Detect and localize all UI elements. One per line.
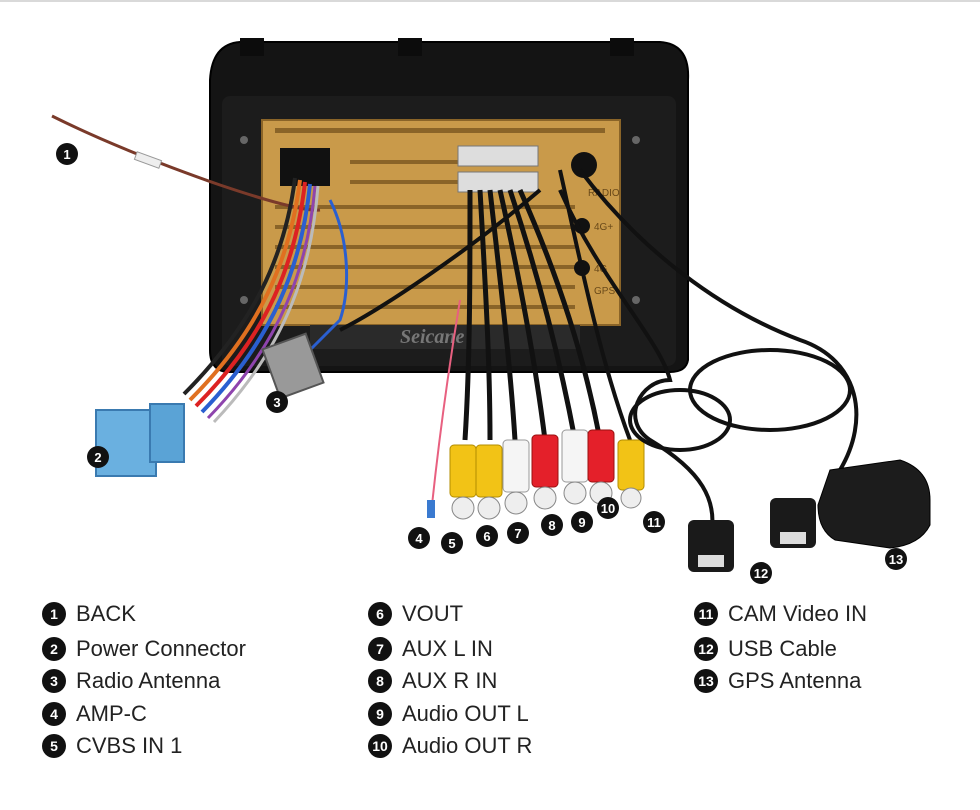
amp-c-tip bbox=[427, 500, 435, 518]
callout-1: 1 bbox=[56, 143, 78, 165]
legend-item: 9 Audio OUT L bbox=[368, 701, 529, 727]
legend-number: 5 bbox=[42, 734, 66, 758]
legend-number: 3 bbox=[42, 669, 66, 693]
legend-label: USB Cable bbox=[728, 636, 837, 661]
legend-number: 4 bbox=[42, 702, 66, 726]
callout-11: 11 bbox=[643, 511, 665, 533]
top-divider bbox=[0, 0, 980, 2]
legend-item: 10 Audio OUT R bbox=[368, 733, 532, 759]
legend-item: 2 Power Connector bbox=[42, 636, 246, 662]
callout-4: 4 bbox=[408, 527, 430, 549]
callout-13: 13 bbox=[885, 548, 907, 570]
legend-number: 13 bbox=[694, 669, 718, 693]
vents bbox=[275, 128, 605, 309]
callout-9: 9 bbox=[571, 511, 593, 533]
legend-number: 10 bbox=[368, 734, 392, 758]
legend-number: 9 bbox=[368, 702, 392, 726]
label-4g: 4G+ bbox=[594, 222, 613, 233]
legend-label: CAM Video IN bbox=[728, 601, 867, 626]
cam-plug bbox=[617, 439, 645, 491]
back-wire bbox=[51, 114, 321, 212]
legend-item: 11 CAM Video IN bbox=[694, 601, 867, 627]
callout-3: 3 bbox=[266, 391, 288, 413]
rca-plugs bbox=[449, 429, 615, 520]
legend-number: 11 bbox=[694, 602, 718, 626]
legend-item: 4 AMP-C bbox=[42, 701, 147, 727]
callout-12: 12 bbox=[750, 562, 772, 584]
legend-number: 7 bbox=[368, 637, 392, 661]
legend-label: AUX R IN bbox=[402, 668, 498, 693]
label-radio: RADIO bbox=[588, 188, 620, 199]
legend-item: 8 AUX R IN bbox=[368, 668, 497, 694]
legend-item: 7 AUX L IN bbox=[368, 636, 493, 662]
power-connector bbox=[95, 409, 157, 477]
legend-number: 2 bbox=[42, 637, 66, 661]
av-connector-bottom bbox=[457, 171, 539, 193]
legend-number: 8 bbox=[368, 669, 392, 693]
label-gps: GPS bbox=[594, 286, 615, 297]
legend-label: AUX L IN bbox=[402, 636, 493, 661]
legend-item: 6 VOUT bbox=[368, 601, 463, 627]
back-wire-tag bbox=[133, 151, 163, 169]
screws bbox=[240, 136, 640, 304]
legend-number: 1 bbox=[42, 602, 66, 626]
radio-antenna-connector bbox=[261, 332, 325, 400]
legend-label: CVBS IN 1 bbox=[76, 733, 183, 758]
callout-8: 8 bbox=[541, 514, 563, 536]
brand-watermark: Seicane bbox=[400, 326, 465, 348]
gps-antenna bbox=[817, 459, 931, 549]
callout-5: 5 bbox=[441, 532, 463, 554]
legend-item: 12 USB Cable bbox=[694, 636, 837, 662]
av-connector-top bbox=[457, 145, 539, 167]
callout-2: 2 bbox=[87, 446, 109, 468]
legend-label: Audio OUT R bbox=[402, 733, 533, 758]
clip bbox=[398, 38, 422, 56]
clip bbox=[610, 38, 634, 56]
legend-label: GPS Antenna bbox=[728, 668, 862, 693]
legend-label: Power Connector bbox=[76, 636, 246, 661]
callout-10: 10 bbox=[597, 497, 619, 519]
legend-label: Audio OUT L bbox=[402, 701, 529, 726]
legend-label: VOUT bbox=[402, 601, 464, 626]
brand-band bbox=[310, 325, 580, 349]
callout-7: 7 bbox=[507, 522, 529, 544]
radio-port bbox=[571, 152, 597, 178]
legend-label: Radio Antenna bbox=[76, 668, 221, 693]
wiring-diagram: RADIO 4G+ 4G GPS Seicane bbox=[51, 38, 931, 572]
callout-6: 6 bbox=[476, 525, 498, 547]
legend-item: 3 Radio Antenna bbox=[42, 668, 220, 694]
main-connector bbox=[280, 148, 330, 186]
legend-label: AMP-C bbox=[76, 701, 147, 726]
legend-number: 6 bbox=[368, 602, 392, 626]
legend-item: 1 BACK bbox=[42, 601, 136, 627]
legend-item: 5 CVBS IN 1 bbox=[42, 733, 182, 759]
legend-item: 13 GPS Antenna bbox=[694, 668, 861, 694]
legend-number: 12 bbox=[694, 637, 718, 661]
clip bbox=[240, 38, 264, 56]
legend-label: BACK bbox=[76, 601, 136, 626]
label-4g-2: 4G bbox=[594, 264, 608, 275]
